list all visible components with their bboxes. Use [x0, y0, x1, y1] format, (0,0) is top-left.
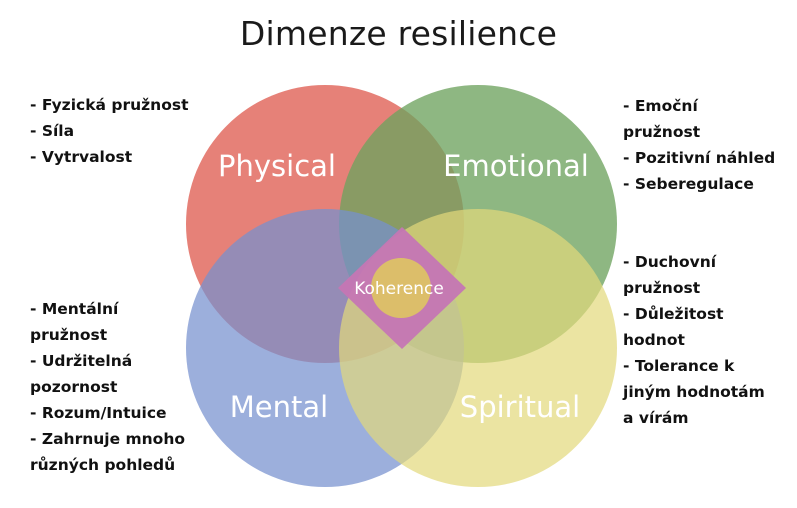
label-emotional: Emotional: [443, 149, 589, 183]
label-physical: Physical: [218, 149, 336, 183]
physical-traits-list: - Fyzická pružnost - Síla - Vytrvalost: [30, 92, 188, 170]
list-item: - Tolerance k: [623, 357, 735, 375]
list-item: - Zahrnuje mnoho: [30, 430, 186, 448]
diagram-title: Dimenze resilience: [239, 14, 558, 53]
list-item: - Důležitost: [623, 305, 724, 323]
label-spiritual: Spiritual: [460, 390, 580, 424]
list-item: hodnot: [623, 331, 685, 349]
list-item: - Duchovní: [623, 253, 717, 271]
list-item: pružnost: [30, 326, 108, 344]
label-mental: Mental: [230, 390, 328, 424]
list-item: - Udržitelná: [30, 352, 133, 370]
list-item: pozornost: [30, 378, 118, 396]
list-item: různých pohledů: [30, 456, 176, 474]
list-item: - Pozitivní náhled: [623, 149, 776, 167]
list-item: jiným hodnotám: [623, 383, 765, 401]
list-item: - Emoční: [623, 97, 698, 115]
list-item: - Seberegulace: [623, 175, 754, 193]
list-item: pružnost: [623, 123, 701, 141]
list-item: pružnost: [623, 279, 701, 297]
list-item: - Vytrvalost: [30, 148, 133, 166]
label-koherence: Koherence: [354, 279, 444, 299]
list-item: - Fyzická pružnost: [30, 96, 189, 114]
list-item: - Síla: [30, 122, 75, 140]
list-item: a vírám: [623, 409, 689, 427]
center-circle: [371, 258, 431, 318]
list-item: - Mentální: [30, 300, 119, 318]
emotional-traits-list: - Emoční pružnost - Pozitivní náhled - S…: [623, 93, 775, 197]
list-item: - Rozum/Intuice: [30, 404, 167, 422]
spiritual-traits-list: - Duchovní pružnost - Důležitost hodnot …: [623, 249, 765, 431]
mental-traits-list: - Mentální pružnost - Udržitelná pozorno…: [30, 296, 185, 478]
